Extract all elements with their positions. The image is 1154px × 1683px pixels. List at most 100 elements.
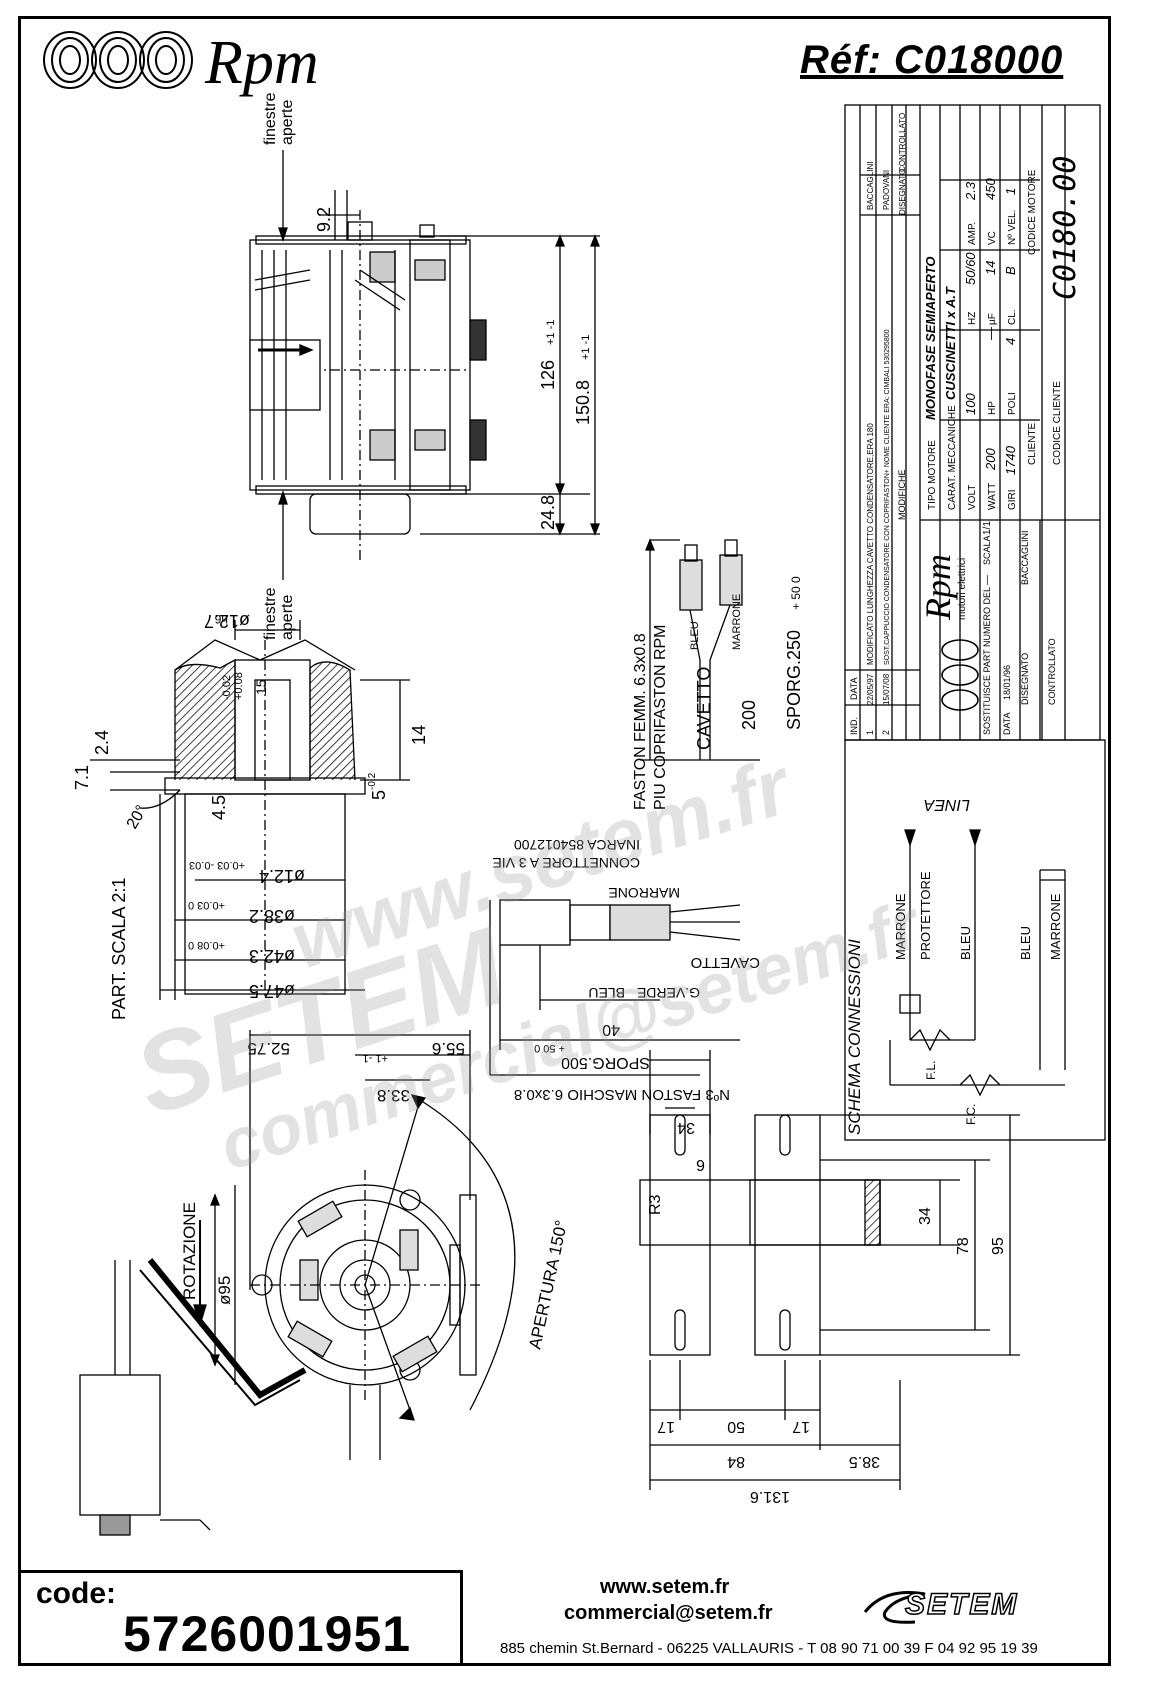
tb-col-disegnato: DISEGNATO <box>898 169 907 215</box>
tb-hp-label: HP <box>987 401 998 415</box>
dim-95-b: 95 <box>990 1237 1007 1255</box>
dim-d95: ø95 <box>215 1276 234 1305</box>
tb-uf-value: 14 <box>983 261 998 275</box>
tb-col-data: DATA <box>849 677 859 700</box>
faston-femm-label: FASTON FEMM. 6.3x0.8 <box>632 633 649 810</box>
dim-131-6: 131.6 <box>750 1488 790 1505</box>
tb-watt-value: 200 <box>983 448 998 471</box>
footer-address: 885 chemin St.Bernard - 06225 VALLAURIS … <box>500 1640 1038 1657</box>
footer-web-link[interactable]: www.setem.fr <box>600 1576 730 1598</box>
tb-mod-1-ind: 1 <box>865 730 875 735</box>
dim-6: 6 <box>696 1156 705 1173</box>
rotazione-label: ROTAZIONE <box>180 1202 199 1300</box>
dim-5: 5 <box>369 790 389 800</box>
tb-col-controllato: CONTROLLATO <box>898 113 907 172</box>
tb-watt-label: WATT <box>987 483 998 510</box>
dim-d47-5: ø47.5 <box>249 981 295 1001</box>
dim-20-deg: 20° <box>124 803 151 832</box>
dim-17-b: 17 <box>792 1418 810 1435</box>
motor-side-view <box>249 210 487 560</box>
part-scala-label: PART. SCALA 2:1 <box>109 878 129 1020</box>
tb-codice-motore-value: C0180.00 <box>1048 156 1083 301</box>
tb-data-value: 18/01/96 <box>1002 665 1012 700</box>
tb-uf-label: µF <box>987 313 998 325</box>
connettore-label: CONNETTORE A 3 VIE <box>492 855 640 871</box>
tb-amp-value: 2.3 <box>963 181 978 201</box>
tb-vc-label: VC <box>987 231 998 245</box>
dim-15: 15 <box>253 679 269 695</box>
cavetto-2-label: CAVETTO <box>691 954 760 971</box>
dim-h6: h6 <box>214 612 228 626</box>
tb-poli-label: POLI <box>1007 392 1018 415</box>
dim-84: 84 <box>727 1453 745 1470</box>
dim-2-4: 2.4 <box>92 730 112 755</box>
schema-fl: F.L. <box>924 1061 938 1080</box>
tb-scala-label: SCALA <box>982 535 992 565</box>
dim-52-75: 52.75 <box>247 1039 290 1058</box>
dim-d12-7: ø12.7 <box>204 611 250 631</box>
dim-r3: R3 <box>647 1194 664 1215</box>
dim-34-b: 34 <box>917 1207 934 1225</box>
tb-disegnato-value: BACCAGLINI <box>1020 530 1030 585</box>
schema-fc: F.C. <box>964 1104 978 1125</box>
marrone-label: MARRONE <box>731 594 743 650</box>
tb-scala-value: 1/1 <box>982 521 993 535</box>
dim-34: 34 <box>677 1119 695 1136</box>
footer-email-link[interactable]: commercial@setem.fr <box>564 1602 773 1624</box>
tb-volt-label: VOLT <box>967 485 978 510</box>
tb-cliente-label: CLIENTE <box>1027 422 1038 465</box>
dim-126: 126 <box>538 360 558 390</box>
dim-d12-4-tol: +0.03 -0.03 <box>189 859 245 871</box>
dim-14: 14 <box>409 725 429 745</box>
dim-55-6-tol: +1 -1 <box>363 1052 388 1064</box>
tb-carat-value: CUSCINETTI x A.T <box>943 286 958 400</box>
dim-40: 40 <box>602 1021 620 1038</box>
dim-55-6: 55.6 <box>432 1039 465 1058</box>
tb-vc-value: 450 <box>983 178 998 200</box>
dim-d12-4: ø12.4 <box>259 866 305 886</box>
setem-logo: SETEM <box>904 1587 1019 1622</box>
dim-d42-3: ø42.3 <box>249 946 295 966</box>
apertura-label: APERTURA 150° <box>525 1219 571 1351</box>
inarca-label: INARCA 854012700 <box>514 837 640 853</box>
tb-amp-label: AMP. <box>967 222 978 245</box>
tb-logo-sub: motori elettrici <box>957 558 968 620</box>
tb-mod-1-text: MODIFICATO LUNGHEZZA CAVETTO CONDENSATOR… <box>866 423 875 665</box>
tb-tipo-motore-value: MONOFASE SEMIAPERTO <box>923 257 938 421</box>
tol-008: +0.08 <box>233 672 245 700</box>
schema-title: SCHEMA CONNESSIONI <box>845 939 864 1135</box>
drawing-frame <box>18 16 1111 1666</box>
cavetto-label: CAVETTO <box>694 667 714 750</box>
dim-24-8: 24.8 <box>538 495 558 530</box>
sporg-250: SPORG.250 <box>784 630 804 730</box>
dim-7-1: 7.1 <box>72 765 92 790</box>
dim-150-8: 150.8 <box>573 380 593 425</box>
connector-3-way <box>489 899 741 1076</box>
tb-cl-value: B <box>1003 266 1018 275</box>
tb-col-modifiche: MODIFICHE <box>897 470 907 521</box>
tb-hz-value: 50/60 <box>963 252 978 285</box>
tb-cl-label: CL. <box>1007 309 1018 325</box>
schema-bleu: BLEU <box>958 926 973 960</box>
tb-mod-1-by: BACCAGLINI <box>866 162 875 210</box>
label-finestre-top: finestre <box>262 92 279 145</box>
dim-d38-2-tol: +0.03 0 <box>188 899 225 911</box>
label-finestre-bottom: finestre <box>262 587 279 640</box>
sporg-250-tol: + 50 0 <box>789 576 803 610</box>
schema-bleu-2: BLEU <box>1018 926 1033 960</box>
dim-33-8: 33.8 <box>377 1086 410 1105</box>
faston-cable <box>640 538 760 761</box>
dim-d38-2: ø38.2 <box>249 906 295 926</box>
dim-50: 50 <box>727 1418 745 1435</box>
sporg-500: SPORG.500 <box>561 1054 650 1071</box>
dim-5-tol: -0.2 <box>367 772 378 790</box>
tb-tipo-motore-label: TIPO MOTORE <box>927 440 938 510</box>
tb-mod-1-date: 22/05/97 <box>866 673 875 705</box>
bracket-views <box>639 1050 1020 1490</box>
code-value: 5726001951 <box>123 1606 412 1662</box>
tb-mod-2-date: 15/07/08 <box>882 673 891 705</box>
tb-sostituisce-label: SOSTITUISCE PART NUMERO DEL <box>982 587 992 735</box>
tb-nvel-label: Nº VEL. <box>1007 210 1018 245</box>
tb-carat-label: CARAT. MECCANICHE <box>947 405 958 510</box>
